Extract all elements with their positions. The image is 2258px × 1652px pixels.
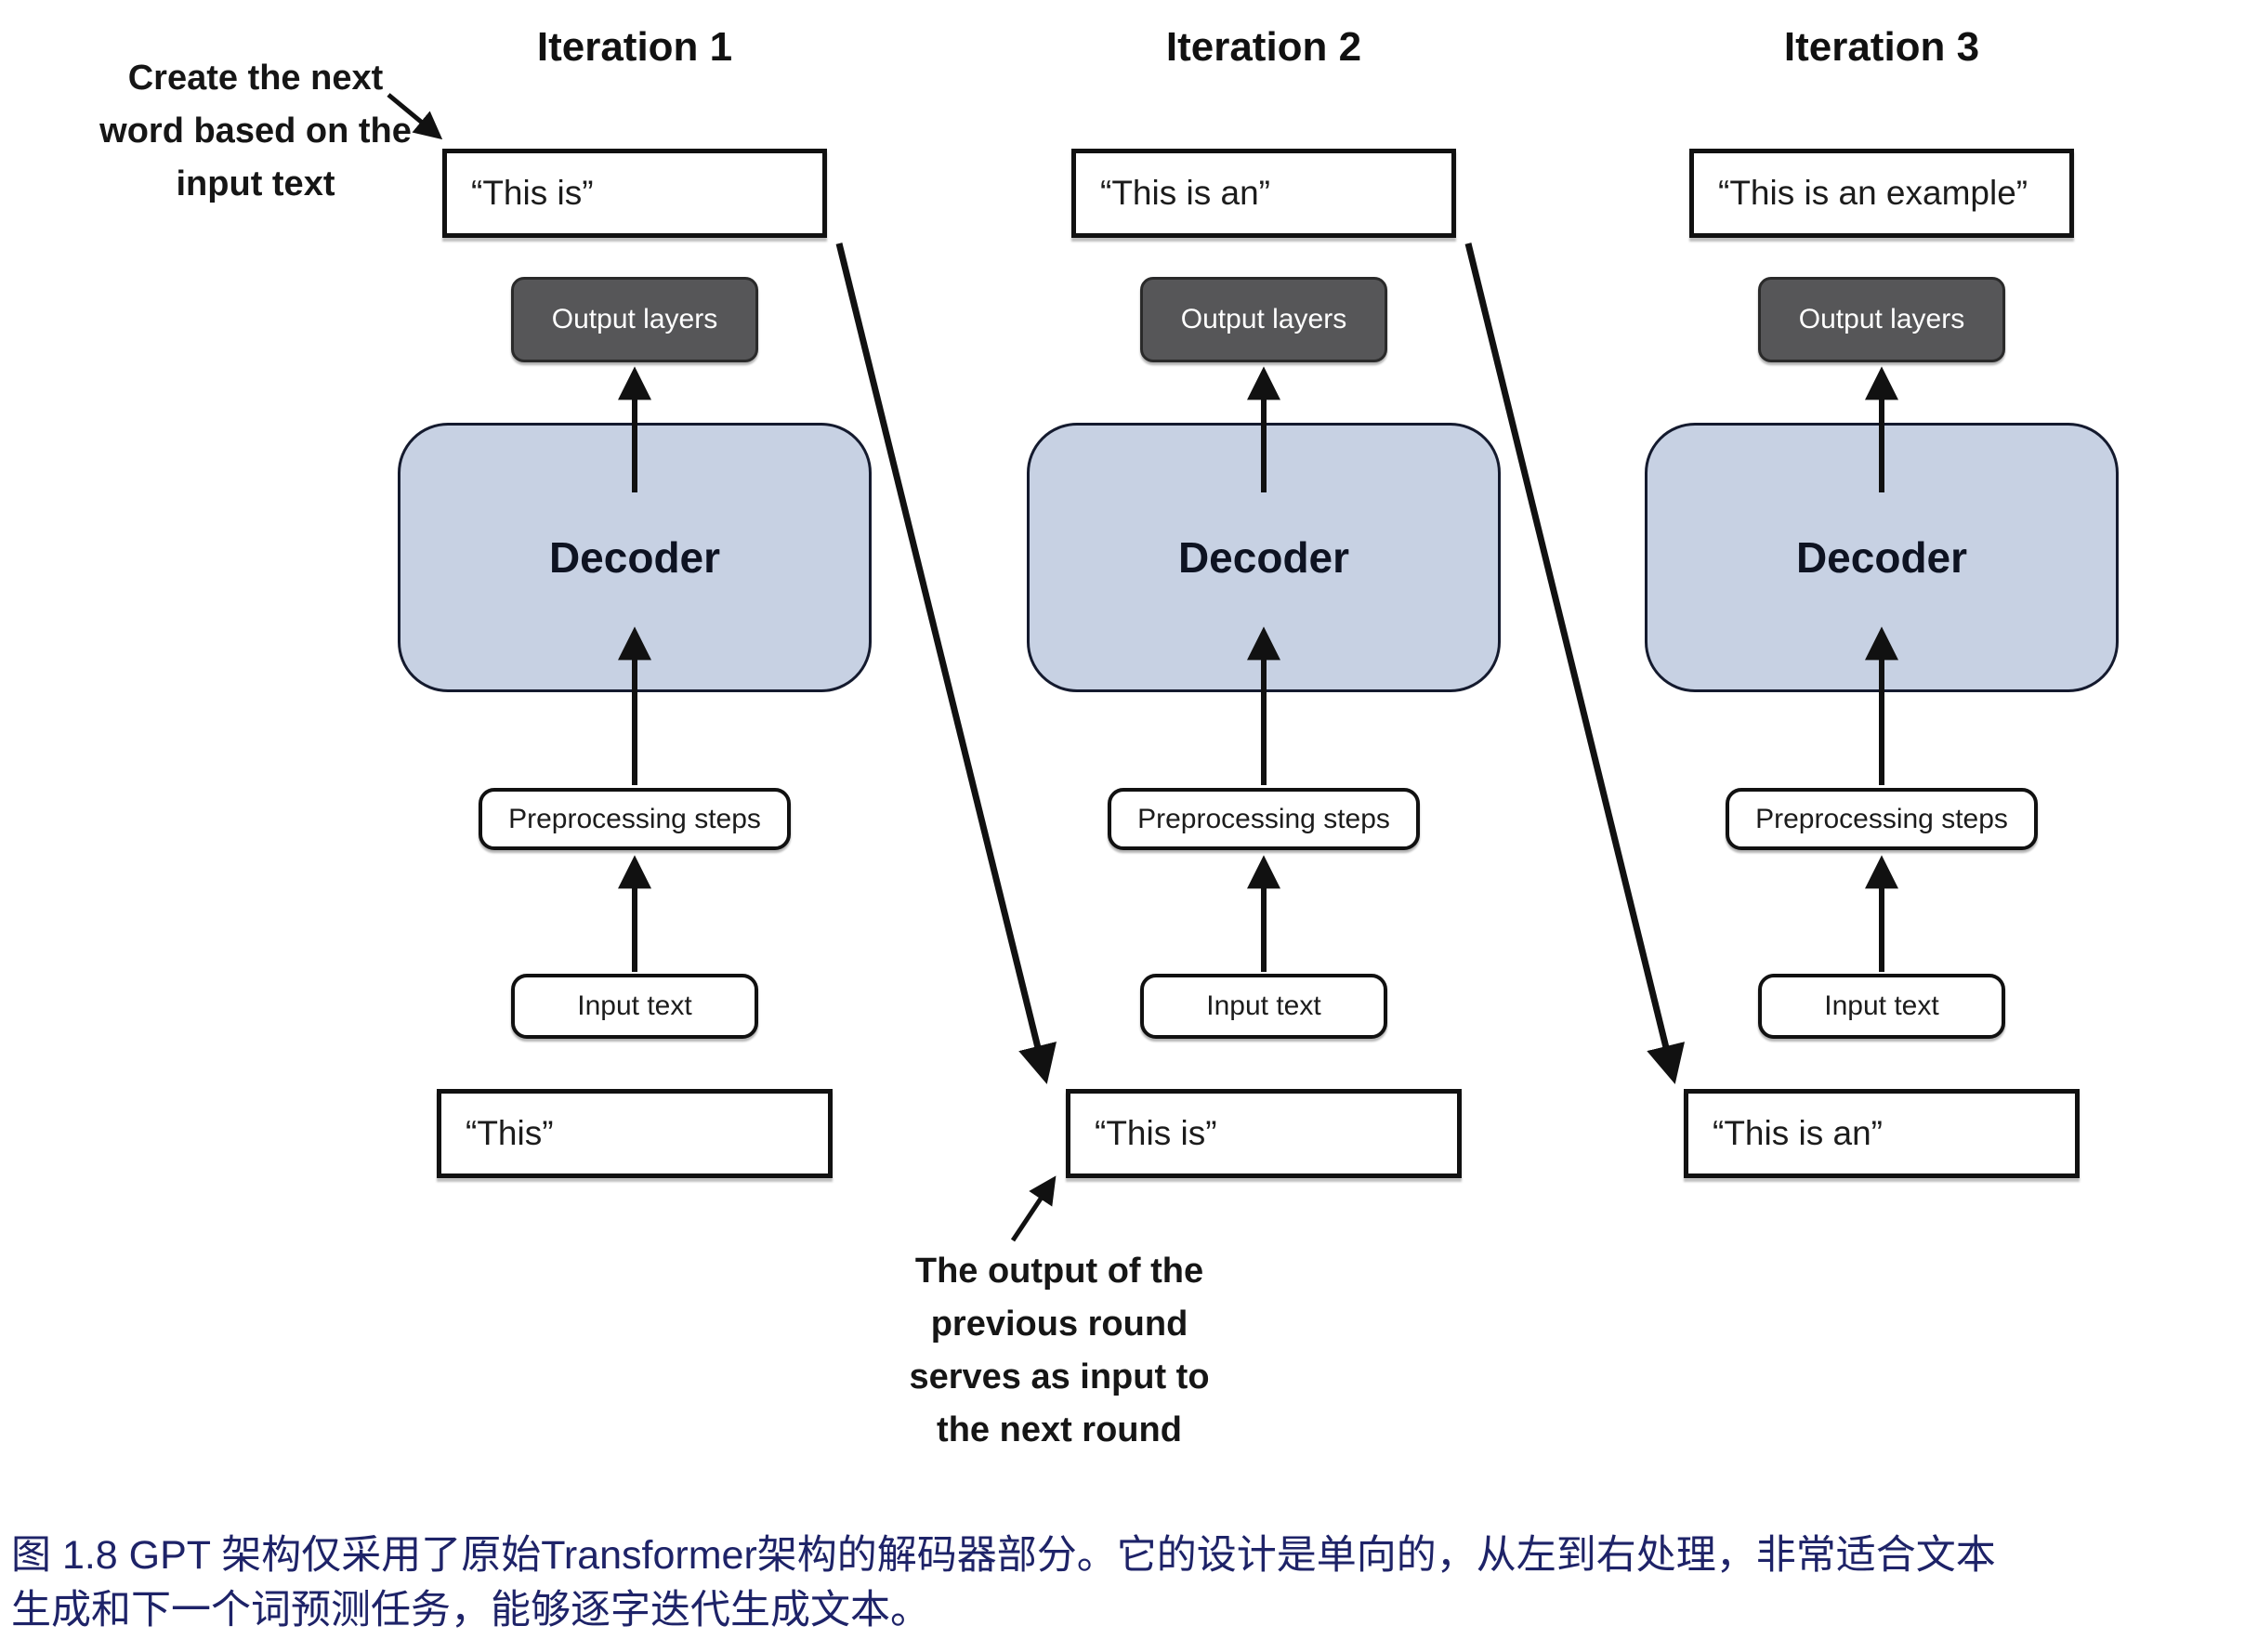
input-text-label: Input text xyxy=(1824,990,1939,1021)
iteration-1-input-sequence-box: “This” xyxy=(437,1089,833,1178)
iteration-2-input-text-box: Input text xyxy=(1140,974,1387,1039)
iteration-3-input-text-box: Input text xyxy=(1758,974,2005,1039)
iteration-3-output-layers-box: Output layers xyxy=(1758,277,2005,362)
figure-caption-line-2: 生成和下一个词预测任务，能够逐字迭代生成文本。 xyxy=(11,1588,930,1632)
preprocessing-label: Preprocessing steps xyxy=(1137,803,1390,834)
iteration-1-output-layers-box: Output layers xyxy=(511,277,758,362)
output-layers-label: Output layers xyxy=(551,304,718,334)
output-layers-label: Output layers xyxy=(1798,304,1965,334)
iteration-3-title: Iteration 3 xyxy=(1783,24,1980,70)
annotation-line: input text xyxy=(176,164,335,203)
decoder-label: Decoder xyxy=(548,533,721,582)
iteration-1-input-sequence: “This” xyxy=(466,1114,554,1152)
iteration-2-generated-text: “This is an” xyxy=(1100,174,1270,212)
iteration-1-preprocessing-box: Preprocessing steps xyxy=(479,788,791,850)
input-text-label: Input text xyxy=(1206,990,1321,1021)
annotation-line: serves as input to xyxy=(909,1357,1210,1396)
annotation-line: The output of the xyxy=(914,1252,1204,1291)
decoder-label: Decoder xyxy=(1177,533,1350,582)
iteration-1-column: Iteration 1 “This is” Output layers Deco… xyxy=(398,0,872,1208)
preprocessing-label: Preprocessing steps xyxy=(1755,803,2008,834)
iteration-3-generated-text: “This is an example” xyxy=(1718,174,2028,212)
iteration-3-input-sequence: “This is an” xyxy=(1713,1114,1883,1152)
iteration-2-input-sequence-box: “This is” xyxy=(1066,1089,1462,1178)
iteration-1-generated-text-box: “This is” xyxy=(442,149,827,238)
annotation-output-feeds-next-round: The output of the previous round serves … xyxy=(872,1245,1247,1457)
iteration-3-input-sequence-box: “This is an” xyxy=(1684,1089,2080,1178)
iteration-1-title: Iteration 1 xyxy=(536,24,733,70)
iteration-1-generated-text: “This is” xyxy=(471,174,594,212)
iteration-2-title: Iteration 2 xyxy=(1165,24,1362,70)
decoder-label: Decoder xyxy=(1795,533,1968,582)
iteration-2-column: Iteration 2 “This is an” Output layers D… xyxy=(1027,0,1501,1208)
iteration-2-output-layers-box: Output layers xyxy=(1140,277,1387,362)
output-layers-label: Output layers xyxy=(1180,304,1347,334)
iteration-2-generated-text-box: “This is an” xyxy=(1071,149,1456,238)
iteration-2-preprocessing-box: Preprocessing steps xyxy=(1108,788,1420,850)
annotation-line: word based on the xyxy=(99,111,412,151)
iteration-3-preprocessing-box: Preprocessing steps xyxy=(1726,788,2038,850)
figure-caption-line-1: 图 1.8 GPT 架构仅采用了原始Transformer架构的解码器部分。它的… xyxy=(11,1533,1996,1578)
annotation-create-next-word: Create the next word based on the input … xyxy=(84,52,427,211)
figure-caption: 图 1.8 GPT 架构仅采用了原始Transformer架构的解码器部分。它的… xyxy=(11,1528,2258,1638)
iteration-3-decoder-box: Decoder xyxy=(1645,423,2119,692)
annotation-line: the next round xyxy=(937,1410,1182,1449)
iteration-3-column: Iteration 3 “This is an example” Output … xyxy=(1645,0,2119,1208)
iteration-2-decoder-box: Decoder xyxy=(1027,423,1501,692)
preprocessing-label: Preprocessing steps xyxy=(508,803,761,834)
iteration-1-input-text-box: Input text xyxy=(511,974,758,1039)
iteration-2-input-sequence: “This is” xyxy=(1095,1114,1217,1152)
iteration-1-decoder-box: Decoder xyxy=(398,423,872,692)
iteration-3-generated-text-box: “This is an example” xyxy=(1689,149,2074,238)
annotation-line: previous round xyxy=(930,1305,1188,1344)
input-text-label: Input text xyxy=(577,990,692,1021)
annotation-line: Create the next xyxy=(127,59,384,98)
